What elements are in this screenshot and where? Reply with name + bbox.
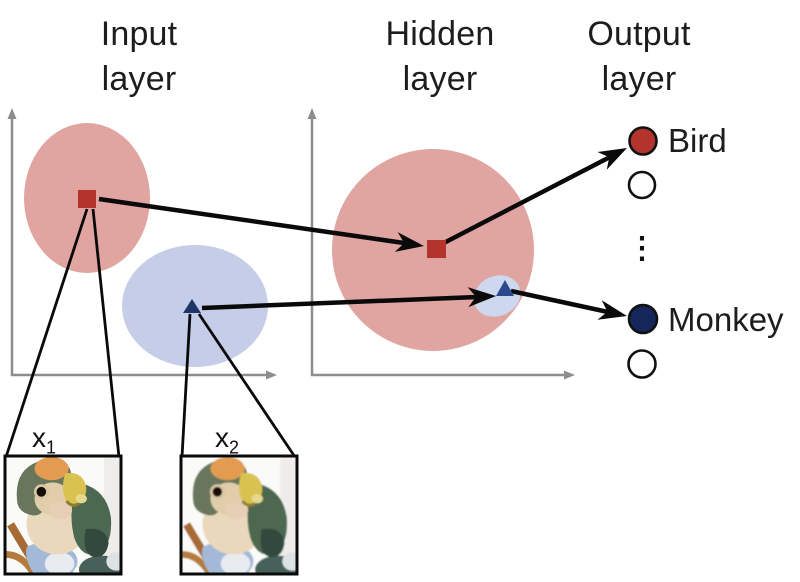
output-label-bird: Bird xyxy=(668,122,727,159)
sight-line-x2-left xyxy=(180,313,192,458)
sight-line-x1-right xyxy=(91,208,121,458)
arrowhead-icon xyxy=(467,287,496,308)
output-node-empty-2 xyxy=(627,349,657,379)
output-node-empty-1 xyxy=(627,170,657,200)
arrowhead-icon xyxy=(394,232,424,252)
bird-photo-x1 xyxy=(6,457,127,582)
photo-frame-x1 xyxy=(3,454,123,576)
output-label-monkey: Monkey xyxy=(668,301,784,338)
sight-line-x1-left xyxy=(4,208,89,458)
output-nodes xyxy=(627,126,659,379)
output-node-bird xyxy=(628,126,658,156)
sample-label-x2: x2 xyxy=(195,422,259,457)
arrowhead-icon xyxy=(597,148,627,170)
edge-input-blue-to-hidden-blue xyxy=(201,294,478,311)
hidden-red-square-marker xyxy=(427,240,446,258)
hidden-y-axis-arrowhead-icon xyxy=(307,108,317,119)
hidden-feature-space-axes xyxy=(307,108,575,380)
input-red-square-marker xyxy=(78,190,96,208)
sample-sight-lines xyxy=(4,208,297,458)
edge-input-red-to-hidden-red xyxy=(98,196,405,246)
sight-line-x2-right xyxy=(197,313,297,458)
input-feature-space-axes xyxy=(7,108,277,380)
hidden-x-axis-arrowhead-icon xyxy=(564,370,575,380)
input-blue-triangle-marker xyxy=(183,299,201,313)
output-node-monkey xyxy=(627,303,659,335)
output-layer-title: Output layer xyxy=(587,15,691,98)
hidden-blue-triangle-marker xyxy=(496,280,514,296)
sample-x1-subscript: 1 xyxy=(45,437,56,458)
sample-x2-var: x xyxy=(214,422,229,453)
sample-label-x1: x1 xyxy=(12,422,76,457)
input-layer-title: Input layer xyxy=(100,15,178,98)
sample-x2-subscript: 2 xyxy=(228,437,239,458)
edge-hidden-blue-to-monkey xyxy=(510,288,609,315)
arrowhead-icon xyxy=(597,300,627,320)
photo-frame-x2 xyxy=(179,454,299,576)
edge-hidden-red-to-bird xyxy=(436,155,612,248)
bird-photo-x2 xyxy=(182,457,303,582)
input-x-axis-arrowhead-icon xyxy=(266,370,277,380)
connection-arrows xyxy=(98,148,627,320)
sample-x1-var: x xyxy=(31,422,46,453)
output-nodes-ellipsis: ⋮ xyxy=(627,232,657,265)
hidden-layer-title: Hidden layer xyxy=(385,15,495,98)
input-y-axis-arrowhead-icon xyxy=(7,108,17,119)
